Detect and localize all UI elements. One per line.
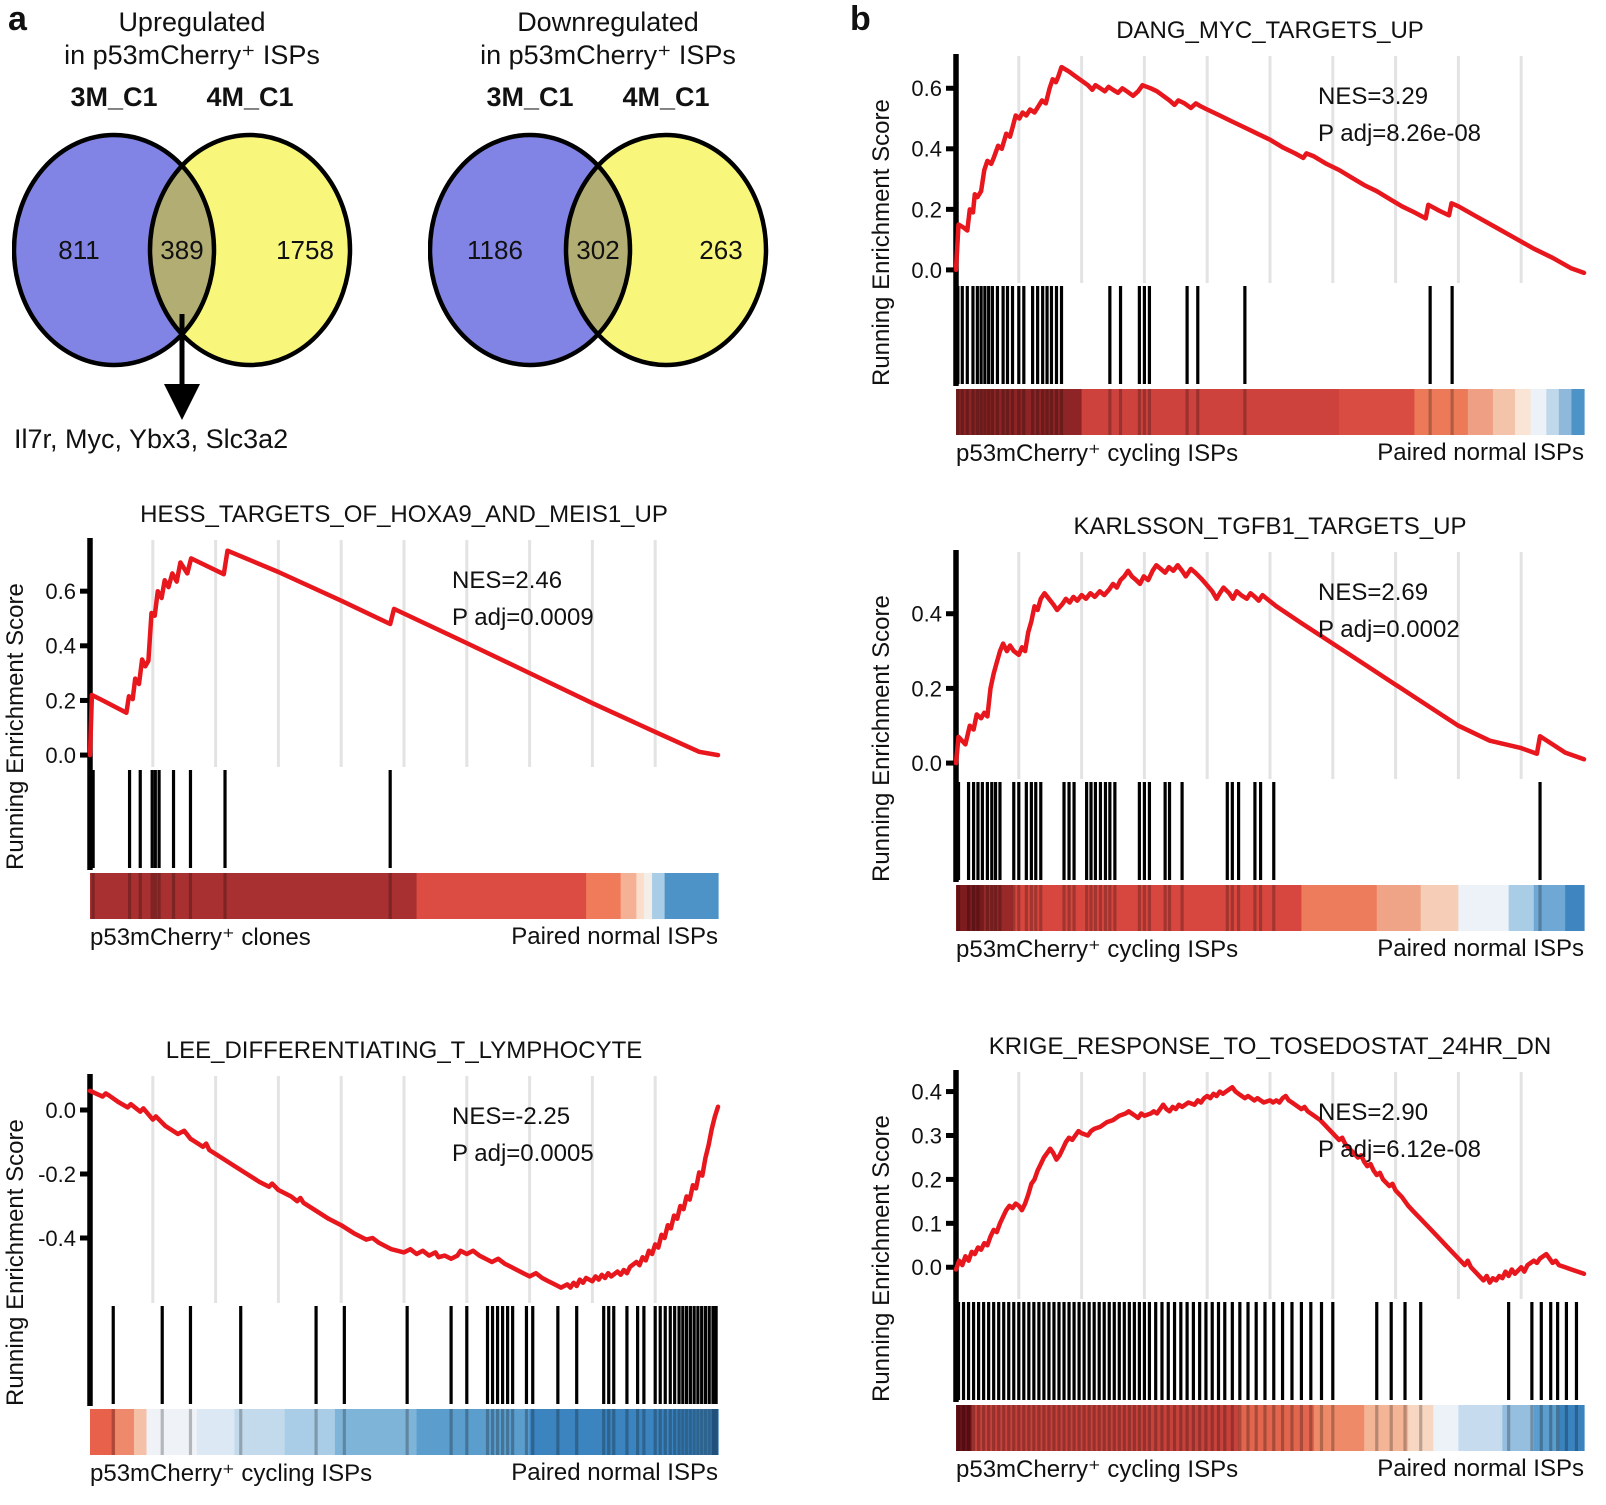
panel-b-label: b [850, 0, 871, 38]
nes-value: NES=2.90 [1318, 1099, 1429, 1126]
nes-value: NES=2.46 [452, 567, 563, 594]
gsea-plot-lee-differentiating-t-lymphocyte: LEE_DIFFERENTIATING_T_LYMPHOCYTE Running… [2, 1036, 752, 1488]
svg-text:0.4: 0.4 [911, 137, 942, 162]
set-label-3m-c1: 3M_C1 [486, 82, 574, 112]
gsea-title: KARLSSON_TGFB1_TARGETS_UP [1073, 513, 1467, 540]
venn-count-overlap: 389 [160, 235, 204, 265]
gsea-chart: 0.6 0.4 0.2 0.0 [911, 54, 1587, 435]
group-labels: p53mCherry⁺ cycling ISPs Paired normal I… [956, 935, 1584, 964]
venn-upregulated: Upregulated in p53mCherry⁺ ISPs 3M_C1 4M… [12, 6, 372, 422]
panel-a-label: a [8, 0, 27, 38]
y-axis-label: Running Enrichment Score [868, 1115, 895, 1402]
set-label-4m-c1: 4M_C1 [206, 82, 294, 112]
y-axis-label: Running Enrichment Score [2, 1119, 29, 1406]
group-labels: p53mCherry⁺ cycling ISPs Paired normal I… [956, 1455, 1584, 1484]
padj-value: P adj=8.26e-08 [1318, 120, 1482, 147]
group-label-right: Paired normal ISPs [1377, 935, 1584, 962]
gsea-body: Running Enrichment Score 0.6 0.4 0.2 0.0 NE… [868, 50, 1606, 435]
group-label-left: p53mCherry⁺ cycling ISPs [90, 1460, 373, 1487]
gsea-chart: 0.0 -0.2 -0.4 [38, 1074, 721, 1455]
gsea-title: LEE_DIFFERENTIATING_T_LYMPHOCYTE [165, 1037, 643, 1064]
gsea-plot-krige-tosedostat-24hr-dn: KRIGE_RESPONSE_TO_TOSEDOSTAT_24HR_DN Run… [868, 1032, 1606, 1484]
venn-count-left: 811 [58, 235, 100, 265]
gsea-stats: NES=2.46 P adj=0.0009 [452, 562, 594, 636]
svg-text:0.3: 0.3 [911, 1123, 942, 1148]
svg-text:0.4: 0.4 [911, 1079, 942, 1104]
gsea-stats: NES=-2.25 P adj=0.0005 [452, 1098, 594, 1172]
group-label-right: Paired normal ISPs [511, 1459, 718, 1486]
gsea-plot-karlsson-tgfb1-targets-up: KARLSSON_TGFB1_TARGETS_UP Running Enrich… [868, 512, 1606, 964]
venn-title-line2: in p53mCherry⁺ ISPs [480, 40, 736, 70]
gsea-stats: NES=3.29 P adj=8.26e-08 [1318, 78, 1481, 152]
svg-text:0.0: 0.0 [45, 743, 76, 768]
nes-value: NES=2.69 [1318, 579, 1429, 606]
venn-title-line1: Upregulated [118, 7, 266, 37]
gsea-chart: 0.4 0.3 0.2 0.1 0.0 [911, 1070, 1587, 1451]
venn-title: Upregulated in p53mCherry⁺ ISPs [12, 6, 372, 72]
padj-value: P adj=6.12e-08 [1318, 1136, 1482, 1163]
gsea-plot-dang-myc-targets-up: DANG_MYC_TARGETS_UP Running Enrichment S… [868, 16, 1606, 468]
gsea-body: Running Enrichment Score 0.0 -0.2 -0.4 NES… [2, 1070, 752, 1455]
venn-downregulated: Downregulated in p53mCherry⁺ ISPs 3M_C1 … [428, 6, 788, 422]
group-label-left: p53mCherry⁺ cycling ISPs [956, 440, 1239, 467]
svg-text:0.2: 0.2 [911, 676, 942, 701]
svg-text:0.1: 0.1 [911, 1211, 942, 1236]
svg-text:0.0: 0.0 [911, 258, 942, 283]
gsea-body: Running Enrichment Score 0.4 0.2 0.0 NES=2… [868, 546, 1606, 931]
group-label-right: Paired normal ISPs [511, 923, 718, 950]
svg-text:0.6: 0.6 [45, 579, 76, 604]
overlap-gene-list: Il7r, Myc, Ybx3, Slc3a2 [14, 424, 289, 454]
group-label-left: p53mCherry⁺ cycling ISPs [956, 936, 1239, 963]
group-label-left: p53mCherry⁺ cycling ISPs [956, 1456, 1239, 1483]
venn-diagram [12, 132, 353, 420]
venn-title-line1: Downregulated [517, 7, 699, 37]
svg-text:-0.4: -0.4 [38, 1226, 76, 1251]
group-labels: p53mCherry⁺ clones Paired normal ISPs [90, 923, 718, 952]
svg-text:0.6: 0.6 [911, 76, 942, 101]
gsea-stats: NES=2.90 P adj=6.12e-08 [1318, 1094, 1481, 1168]
group-label-left: p53mCherry⁺ clones [90, 924, 311, 951]
gsea-chart: 0.6 0.4 0.2 0.0 [45, 538, 721, 919]
padj-value: P adj=0.0009 [452, 604, 594, 631]
nes-value: NES=-2.25 [452, 1103, 571, 1130]
svg-text:0.0: 0.0 [45, 1098, 76, 1123]
venn-count-overlap: 302 [576, 235, 620, 265]
set-label-4m-c1: 4M_C1 [622, 82, 710, 112]
svg-text:0.4: 0.4 [911, 602, 942, 627]
venn-set-labels: 3M_C1 4M_C1 [12, 82, 372, 120]
venn-count-right: 263 [699, 235, 743, 265]
venn-title: Downregulated in p53mCherry⁺ ISPs [428, 6, 788, 72]
venn-count-left: 1186 [467, 235, 523, 265]
y-axis-label: Running Enrichment Score [2, 583, 29, 870]
gsea-stats: NES=2.69 P adj=0.0002 [1318, 574, 1460, 648]
gsea-body: Running Enrichment Score 0.6 0.4 0.2 0.0 NE… [2, 534, 752, 919]
venn-set-labels: 3M_C1 4M_C1 [428, 82, 788, 120]
gsea-title: DANG_MYC_TARGETS_UP [1116, 17, 1424, 44]
svg-text:0.2: 0.2 [911, 1167, 942, 1192]
svg-text:0.0: 0.0 [911, 1255, 942, 1280]
svg-text:0.2: 0.2 [911, 197, 942, 222]
padj-value: P adj=0.0005 [452, 1140, 594, 1167]
gsea-title: HESS_TARGETS_OF_HOXA9_AND_MEIS1_UP [140, 501, 668, 528]
set-label-3m-c1: 3M_C1 [70, 82, 158, 112]
venn-diagram [428, 132, 769, 368]
svg-text:-0.2: -0.2 [38, 1162, 76, 1187]
group-label-right: Paired normal ISPs [1377, 1455, 1584, 1482]
gsea-body: Running Enrichment Score 0.4 0.3 0.2 0.1 0.0… [868, 1066, 1606, 1451]
group-labels: p53mCherry⁺ cycling ISPs Paired normal I… [90, 1459, 718, 1488]
svg-text:0.4: 0.4 [45, 634, 76, 659]
venn-title-line2: in p53mCherry⁺ ISPs [64, 40, 320, 70]
y-axis-label: Running Enrichment Score [868, 595, 895, 882]
padj-value: P adj=0.0002 [1318, 616, 1460, 643]
svg-text:0.0: 0.0 [911, 751, 942, 776]
nes-value: NES=3.29 [1318, 83, 1429, 110]
venn-count-right: 1758 [276, 235, 334, 265]
gsea-plot-hess-hoxa9-meis1-up: HESS_TARGETS_OF_HOXA9_AND_MEIS1_UP Runni… [2, 500, 752, 952]
gsea-title: KRIGE_RESPONSE_TO_TOSEDOSTAT_24HR_DN [988, 1033, 1552, 1060]
group-labels: p53mCherry⁺ cycling ISPs Paired normal I… [956, 439, 1584, 468]
svg-text:0.2: 0.2 [45, 688, 76, 713]
y-axis-label: Running Enrichment Score [868, 99, 895, 386]
gsea-chart: 0.4 0.2 0.0 [911, 550, 1587, 931]
group-label-right: Paired normal ISPs [1377, 439, 1584, 466]
